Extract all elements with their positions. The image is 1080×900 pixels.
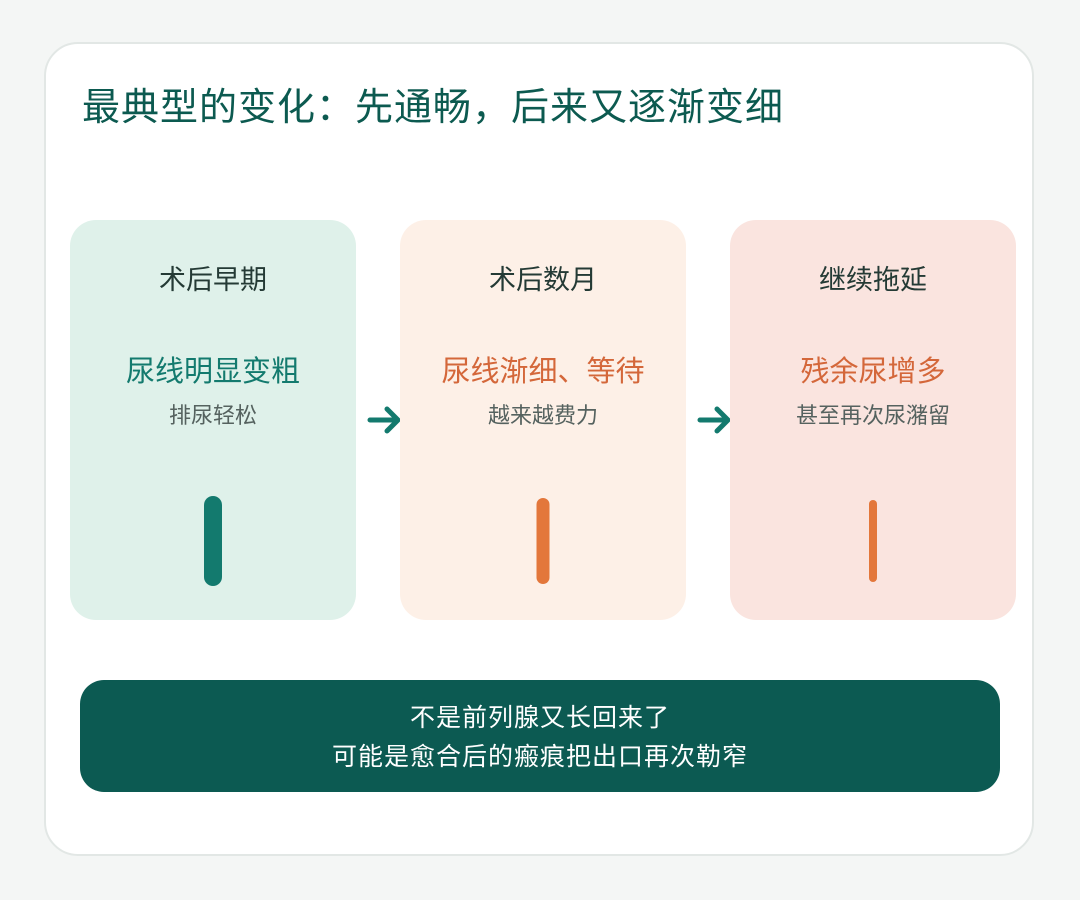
stage-card-months: 术后数月 尿线渐细、等待 越来越费力 xyxy=(400,220,686,620)
urine-stream-thin xyxy=(869,500,877,582)
stage-note: 排尿轻松 xyxy=(168,404,257,429)
stage-headline: 残余尿增多 xyxy=(800,354,946,388)
stage-card-delayed: 继续拖延 残余尿增多 甚至再次尿潴留 xyxy=(730,220,1016,620)
arrow-right-icon xyxy=(367,406,401,434)
stage-card-early: 术后早期 尿线明显变粗 排尿轻松 xyxy=(70,220,356,620)
stage-headline: 尿线渐细、等待 xyxy=(441,354,645,388)
stage-note: 甚至再次尿潴留 xyxy=(795,404,950,429)
page-title: 最典型的变化：先通畅，后来又逐渐变细 xyxy=(82,85,785,129)
stage-name: 术后数月 xyxy=(489,265,597,296)
stage-headline: 尿线明显变粗 xyxy=(125,354,300,388)
urine-stream-thick xyxy=(204,496,222,586)
banner-line-2: 可能是愈合后的瘢痕把出口再次勒窄 xyxy=(331,742,748,771)
banner-line-1: 不是前列腺又长回来了 xyxy=(409,703,670,732)
stage-name: 继续拖延 xyxy=(819,265,927,296)
arrow-right-icon xyxy=(697,406,731,434)
urine-stream-medium xyxy=(536,498,550,584)
stage-note: 越来越费力 xyxy=(487,404,598,429)
conclusion-banner: 不是前列腺又长回来了 可能是愈合后的瘢痕把出口再次勒窄 xyxy=(80,680,1000,792)
stage-name: 术后早期 xyxy=(159,265,267,296)
